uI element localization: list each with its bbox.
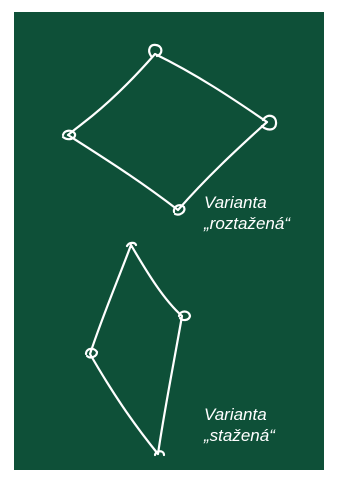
sketch-canvas xyxy=(14,12,324,470)
variant-wide-line1: Varianta xyxy=(204,192,290,213)
pivot-right xyxy=(262,116,276,130)
chalkboard: Varianta „roztažená“ Varianta „stažená“ xyxy=(14,12,324,470)
rhombus-wide-outline xyxy=(68,54,267,210)
variant-wide-line2: „roztažená“ xyxy=(204,213,290,234)
variant-narrow-line2: „stažená“ xyxy=(204,425,275,446)
variant-narrow-line1: Varianta xyxy=(204,404,275,425)
rhombus-narrow-outline xyxy=(90,245,182,454)
variant-caption-narrow: Varianta „stažená“ xyxy=(204,404,275,446)
rhombus-narrow xyxy=(86,243,190,455)
rhombus-wide xyxy=(63,45,276,215)
variant-caption-wide: Varianta „roztažená“ xyxy=(204,192,290,234)
pivot-narrow-bottom xyxy=(155,451,164,455)
